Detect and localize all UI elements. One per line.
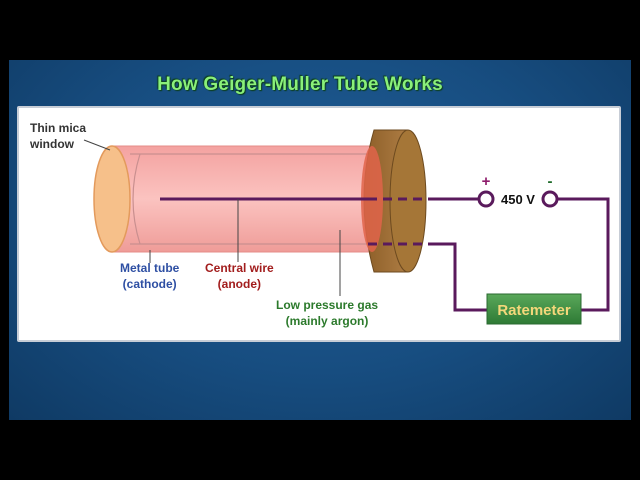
plus-sign: + (482, 173, 491, 190)
minus-sign: - (548, 173, 553, 190)
end-cap-face (389, 129, 427, 273)
ratemeter-label: Ratemeter (497, 302, 571, 319)
mica-window (93, 145, 131, 253)
window-pointer (83, 139, 111, 151)
plus-terminal (477, 190, 495, 208)
cathode-lead (430, 242, 488, 312)
tube-inner-wall (130, 153, 368, 245)
metal-tube-label: Metal tube (cathode) (120, 261, 180, 291)
central-wire-label: Central wire (anode) (205, 261, 274, 291)
window-label: Thin mica window (30, 121, 87, 151)
gas-label: Low pressure gas (mainly argon) (276, 298, 379, 328)
page-title: How Geiger-Muller Tube Works (157, 74, 443, 95)
voltage-label: 450 V (501, 192, 535, 207)
tube-inner-rim (132, 153, 141, 245)
ratemeter-box (486, 293, 582, 325)
negative-lead (558, 197, 610, 312)
minus-terminal (541, 190, 559, 208)
